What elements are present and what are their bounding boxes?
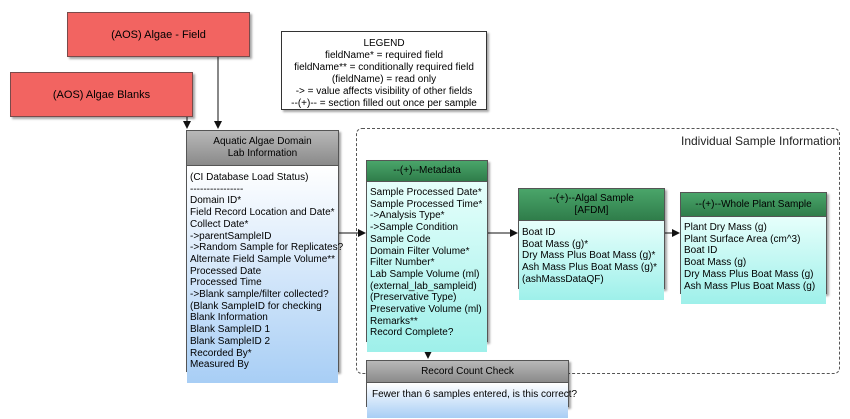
field-item: ->Blank sample/filter collected?	[190, 289, 329, 301]
field-item: Sample Processed Time*	[370, 198, 483, 210]
whole-plant-fields: Plant Dry Mass (g) Plant Surface Area (c…	[681, 217, 826, 304]
legend-title: LEGEND	[363, 38, 405, 49]
legend-box: LEGEND fieldName* = required field field…	[281, 31, 487, 110]
field-item: Plant Dry Mass (g)	[684, 222, 767, 233]
field-item: Field Record Location and Date*	[190, 207, 335, 219]
field-item: Boat Mass (g)*	[522, 238, 589, 250]
record-count-message: Fewer than 6 samples entered, is this co…	[372, 389, 578, 400]
field-item: Remarks**	[370, 315, 418, 327]
aos-algae-field-label: (AOS) Algae - Field	[111, 28, 206, 41]
record-count-body: Fewer than 6 samples entered, is this co…	[367, 383, 578, 418]
algal-sample-card: --(+)--Algal Sample [AFDM] Boat ID Boat …	[518, 188, 665, 300]
whole-plant-title: --(+)--Whole Plant Sample	[695, 198, 812, 210]
field-item: Lab Sample Volume (ml)	[370, 268, 480, 280]
field-item: Processed Date	[190, 265, 262, 277]
field-item: Record Complete?	[370, 327, 454, 339]
field-item: ->Sample Condition	[370, 222, 459, 234]
field-item: (ashMassDataQF)	[522, 273, 604, 285]
field-item: Domain ID*	[190, 195, 242, 207]
lab-information-header: Aquatic Algae Domain Lab Information	[187, 131, 338, 166]
field-item: Boat ID	[684, 245, 718, 257]
algal-sample-title-1: --(+)--Algal Sample	[549, 192, 634, 204]
field-item: Blank Information	[190, 312, 268, 324]
field-item: Boat ID	[522, 227, 556, 238]
aos-algae-blanks-label: (AOS) Algae Blanks	[52, 88, 151, 101]
field-item: Measured By	[190, 359, 249, 371]
field-item: Processed Time	[190, 277, 262, 289]
field-item: Boat Mass (g)	[684, 257, 747, 269]
algal-sample-title-2: [AFDM]	[574, 204, 609, 216]
record-count-check-card: Record Count Check Fewer than 6 samples …	[366, 360, 577, 418]
field-item: Sample Processed Date*	[370, 187, 482, 198]
lab-info-title-1: Aquatic Algae Domain	[213, 136, 312, 147]
lab-info-title-2: Lab Information	[227, 148, 298, 159]
field-item: ->parentSampleID	[190, 230, 272, 242]
field-item: Ash Mass Plus Boat Mass (g)	[684, 280, 816, 292]
field-item: Dry Mass Plus Boat Mass (g)	[684, 268, 814, 280]
legend-line: (fieldName) = read only	[331, 74, 437, 85]
field-item: (CI Database Load Status)	[190, 172, 309, 183]
legend-line: --(+)-- = section filled out once per sa…	[291, 98, 477, 109]
whole-plant-sample-card: --(+)--Whole Plant Sample Plant Dry Mass…	[680, 192, 827, 304]
field-item: ->Random Sample for Replicates?	[190, 242, 344, 254]
legend-line: fieldName* = required field	[324, 50, 444, 61]
field-item: Sample Code	[370, 233, 431, 245]
lab-information-fields: (CI Database Load Status) --------------…	[187, 166, 344, 383]
field-item: Filter Number*	[370, 257, 435, 269]
field-item: Recorded By*	[190, 347, 252, 359]
algal-sample-fields: Boat ID Boat Mass (g)* Dry Mass Plus Boa…	[519, 221, 664, 300]
field-item: Preservative Volume (ml)	[370, 304, 482, 316]
whole-plant-header: --(+)--Whole Plant Sample	[681, 193, 826, 217]
field-item: Ash Mass Plus Boat Mass (g)*	[522, 262, 658, 274]
legend-line: fieldName** = conditionally required fie…	[294, 62, 474, 73]
individual-sample-region	[356, 128, 840, 374]
field-item: (Blank SampleID for checking	[190, 300, 322, 312]
metadata-title: --(+)--Metadata	[393, 165, 461, 176]
region-title: Individual Sample Information	[681, 134, 840, 148]
field-item: (Preservative Type)	[370, 292, 457, 304]
aos-algae-field-box: (AOS) Algae - Field	[67, 12, 250, 57]
metadata-header: --(+)--Metadata	[367, 161, 487, 182]
metadata-fields: Sample Processed Date* Sample Processed …	[367, 182, 487, 352]
record-count-header: Record Count Check	[367, 361, 568, 383]
field-item: Domain Filter Volume*	[370, 245, 470, 257]
field-item: Collect Date*	[190, 218, 249, 230]
field-item: Dry Mass Plus Boat Mass (g)*	[522, 250, 656, 262]
legend-line: -> = value affects visibility of other f…	[295, 86, 473, 97]
lab-information-card: Aquatic Algae Domain Lab Information (CI…	[186, 130, 343, 383]
field-item: Plant Surface Area (cm^3)	[684, 233, 801, 245]
field-item: (external_lab_sampleid)	[370, 280, 477, 292]
algal-sample-header: --(+)--Algal Sample [AFDM]	[519, 189, 664, 221]
field-item: Blank SampleID 1	[190, 324, 271, 336]
metadata-card: --(+)--Metadata Sample Processed Date* S…	[366, 160, 488, 352]
field-item: ->Analysis Type*	[370, 210, 445, 222]
field-item: Alternate Field Sample Volume**	[190, 253, 336, 265]
field-item: Blank SampleID 2	[190, 335, 271, 347]
aos-algae-blanks-box: (AOS) Algae Blanks	[10, 72, 193, 117]
record-count-title: Record Count Check	[421, 365, 514, 377]
field-item: ----------------	[190, 183, 244, 195]
